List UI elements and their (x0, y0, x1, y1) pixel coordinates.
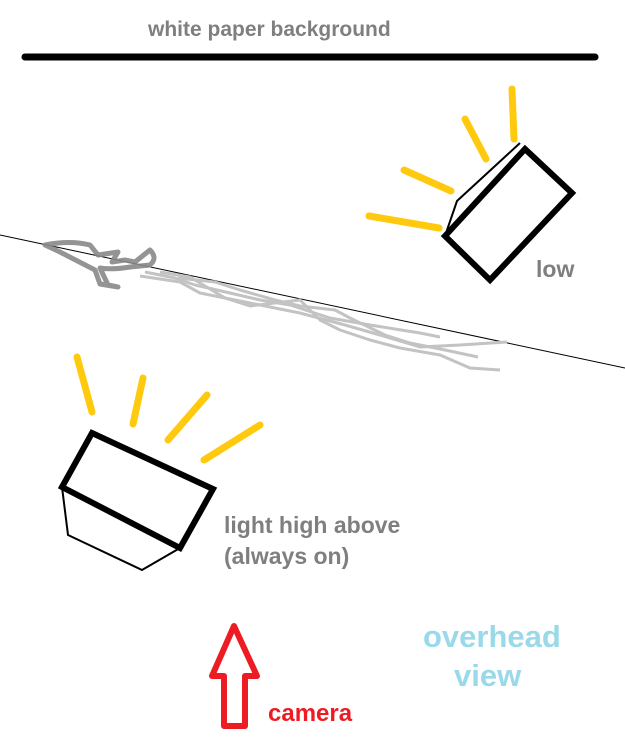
high-label-line2: (always on) (224, 543, 350, 569)
view-label-line2: view (454, 658, 522, 693)
low-light-box (440, 142, 577, 285)
low-light-rays (365, 85, 518, 232)
camera-arrow-icon (209, 623, 260, 729)
background-label: white paper background (148, 18, 391, 41)
view-label-line1: overhead (423, 619, 561, 654)
high-light-box (57, 429, 218, 572)
crack-light (139, 270, 508, 372)
low-label: low (536, 256, 575, 282)
high-label-line1: light high above (224, 512, 401, 538)
crack-dark (42, 240, 157, 290)
surface-line (0, 234, 625, 369)
high-light-rays (73, 353, 264, 464)
camera-label: camera (268, 700, 353, 727)
